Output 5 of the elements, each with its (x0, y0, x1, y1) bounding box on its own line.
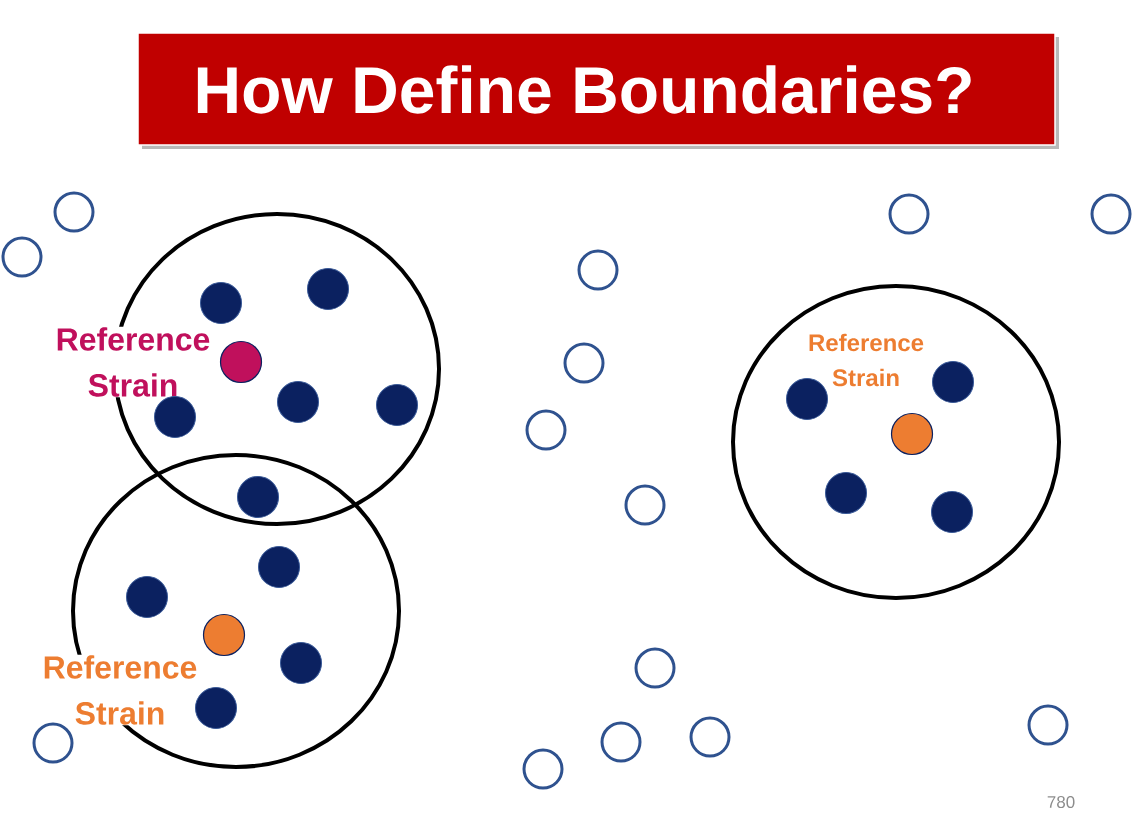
reference-label: Reference Strain (52, 326, 214, 398)
reference-label: Reference Strain (804, 333, 928, 387)
title-banner: How Define Boundaries? (137, 32, 1059, 149)
page-number: 780 (1047, 796, 1075, 809)
reference-label: Reference Strain (39, 654, 201, 726)
